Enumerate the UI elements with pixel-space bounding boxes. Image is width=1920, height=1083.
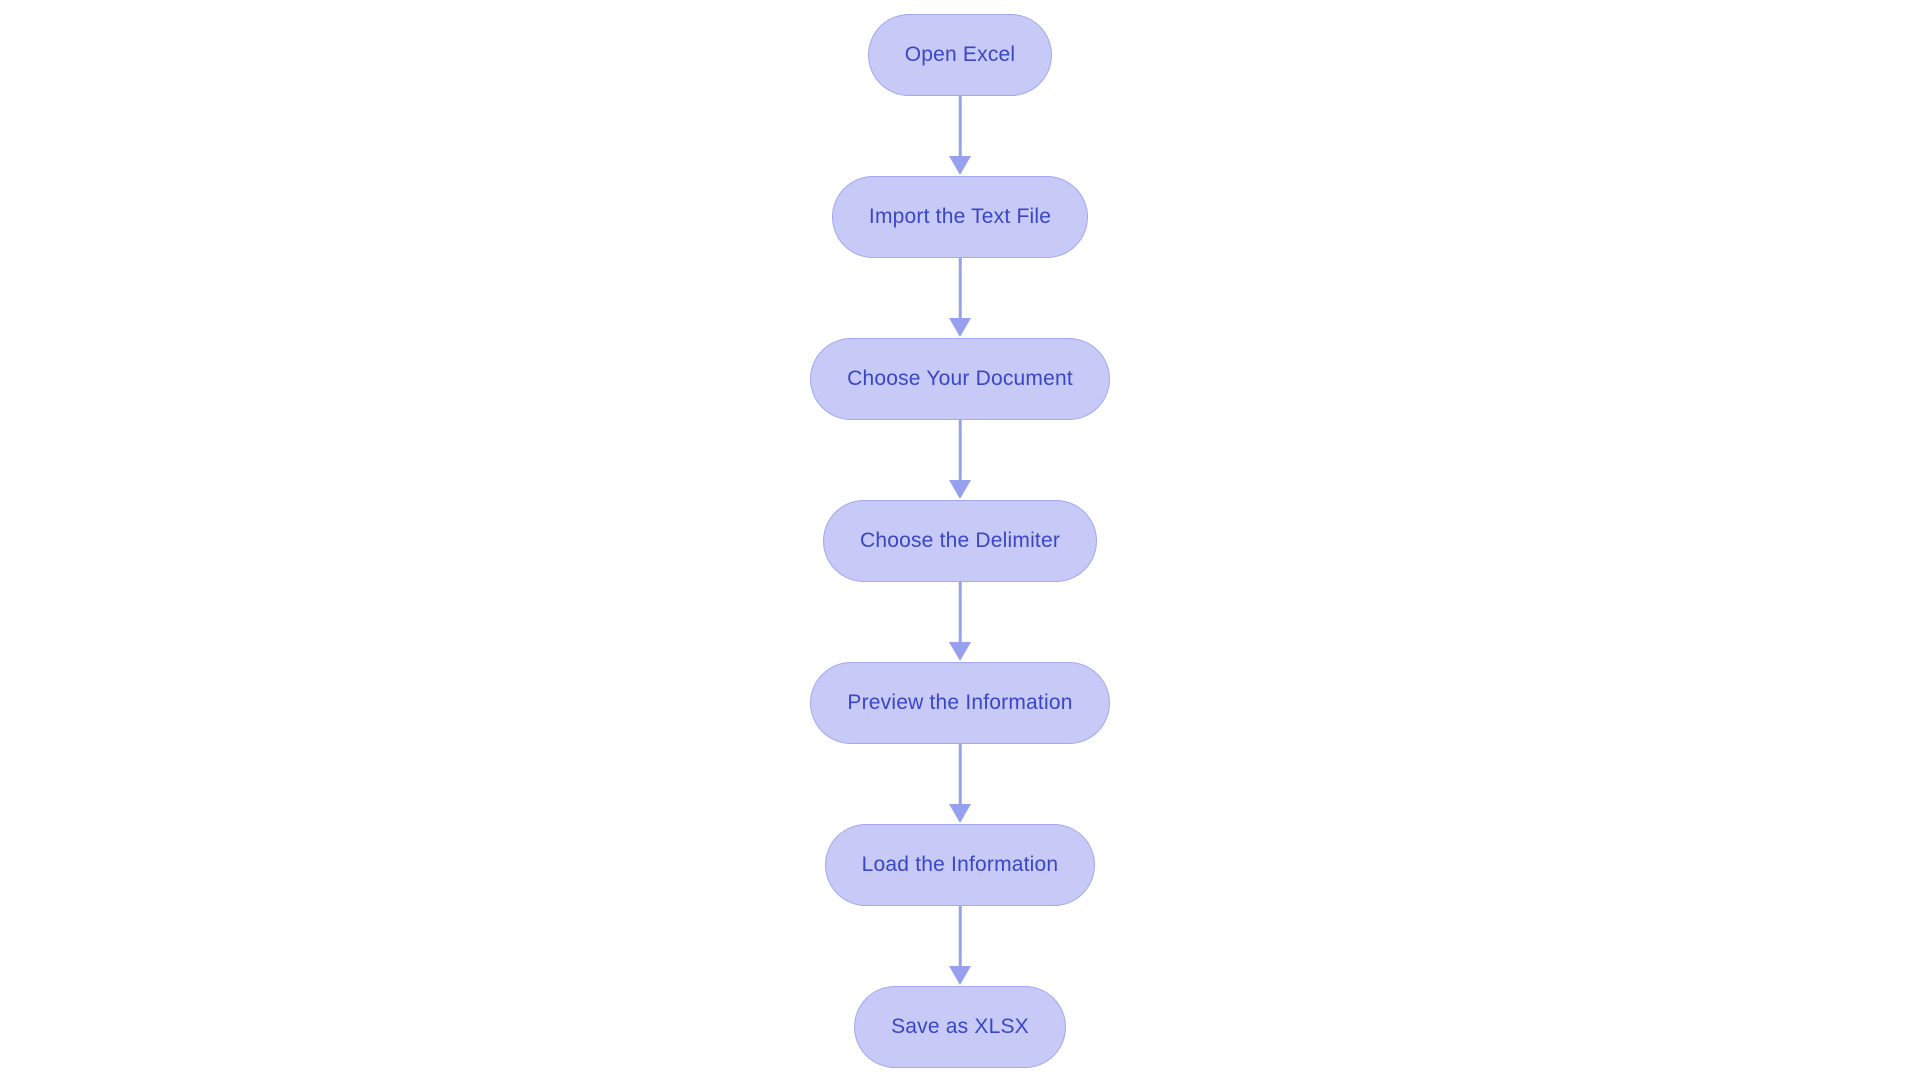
flow-arrow-preview-the-information-to-load-the-information	[947, 744, 973, 824]
arrow-down-head-icon	[949, 966, 971, 985]
flow-node-label: Choose the Delimiter	[859, 529, 1061, 552]
arrow-line	[958, 420, 962, 482]
flow-node-load-the-information: Load the Information	[824, 824, 1096, 906]
arrow-down-head-icon	[949, 642, 971, 661]
flow-arrow-import-the-text-file-to-choose-your-document	[947, 258, 973, 338]
arrow-line	[958, 258, 962, 320]
flow-node-label: Choose Your Document	[847, 367, 1073, 390]
flow-node-label: Open Excel	[904, 43, 1016, 66]
flow-node-label: Import the Text File	[868, 205, 1052, 228]
arrow-line	[958, 582, 962, 644]
flow-node-label: Preview the Information	[847, 691, 1073, 714]
flow-node-open-excel: Open Excel	[867, 14, 1053, 96]
flow-node-label: Save as XLSX	[891, 1015, 1029, 1038]
arrow-down-head-icon	[949, 480, 971, 499]
flow-node-label: Load the Information	[861, 853, 1059, 876]
arrow-down-head-icon	[949, 804, 971, 823]
flow-node-choose-your-document: Choose Your Document	[810, 338, 1110, 420]
flow-arrow-choose-the-delimiter-to-preview-the-information	[947, 582, 973, 662]
arrow-line	[958, 96, 962, 158]
flow-arrow-load-the-information-to-save-as-xlsx	[947, 906, 973, 986]
arrow-down-head-icon	[949, 156, 971, 175]
arrow-line	[958, 906, 962, 968]
flow-arrow-open-excel-to-import-the-text-file	[947, 96, 973, 176]
arrow-down-head-icon	[949, 318, 971, 337]
flow-node-import-the-text-file: Import the Text File	[831, 176, 1089, 258]
flow-node-save-as-xlsx: Save as XLSX	[854, 986, 1066, 1068]
flow-node-preview-the-information: Preview the Information	[810, 662, 1110, 744]
arrow-line	[958, 744, 962, 806]
flow-node-choose-the-delimiter: Choose the Delimiter	[822, 500, 1098, 582]
flow-arrow-choose-your-document-to-choose-the-delimiter	[947, 420, 973, 500]
